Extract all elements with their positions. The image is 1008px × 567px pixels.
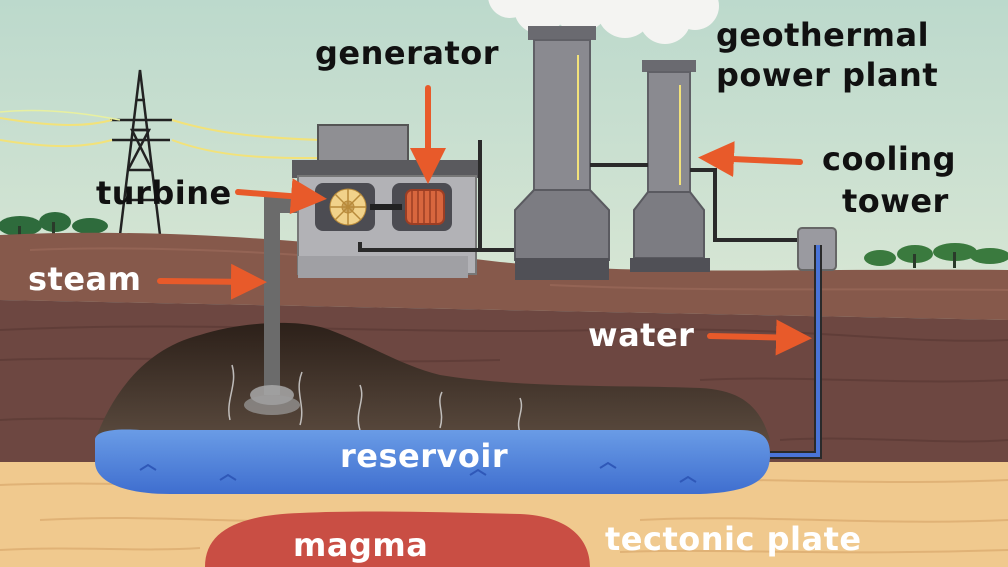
label-turbine: turbine [96,174,232,212]
label-plant-line1: geothermal [716,16,929,54]
magma-blob [205,511,590,567]
water-arrow [707,319,812,356]
label-steam: steam [28,260,141,298]
generator-coil [405,189,445,225]
cooling-arrow [698,141,803,178]
label-plant-line2: power plant [716,56,938,94]
label-magma: magma [293,526,428,564]
reservoir-water [95,429,770,494]
horizon-trees-left [0,212,108,238]
turbine-rotor [329,188,367,226]
label-cooling-line2: tower [842,182,949,220]
reservoir-ripples [139,461,697,483]
label-water: water [588,316,694,354]
label-cooling-line1: cooling [822,140,956,178]
power-lines [0,109,321,159]
steam-cloud [488,0,719,44]
label-arrows [157,85,812,356]
cooling-tower-short [630,60,710,272]
plant-building [292,124,482,278]
water-return-pipe [770,227,837,459]
plant-cable [358,140,520,252]
label-reservoir: reservoir [340,437,508,475]
label-tectonic-plate: tectonic plate [605,520,862,558]
cavern-steam-wisps [228,364,523,433]
label-generator: generator [315,34,499,72]
horizon-trees-right [864,243,1008,268]
cooling-tower-tall [514,26,610,280]
steam-arrow [157,263,267,300]
turbine-arrow [235,178,327,215]
power-pylon [110,69,172,236]
